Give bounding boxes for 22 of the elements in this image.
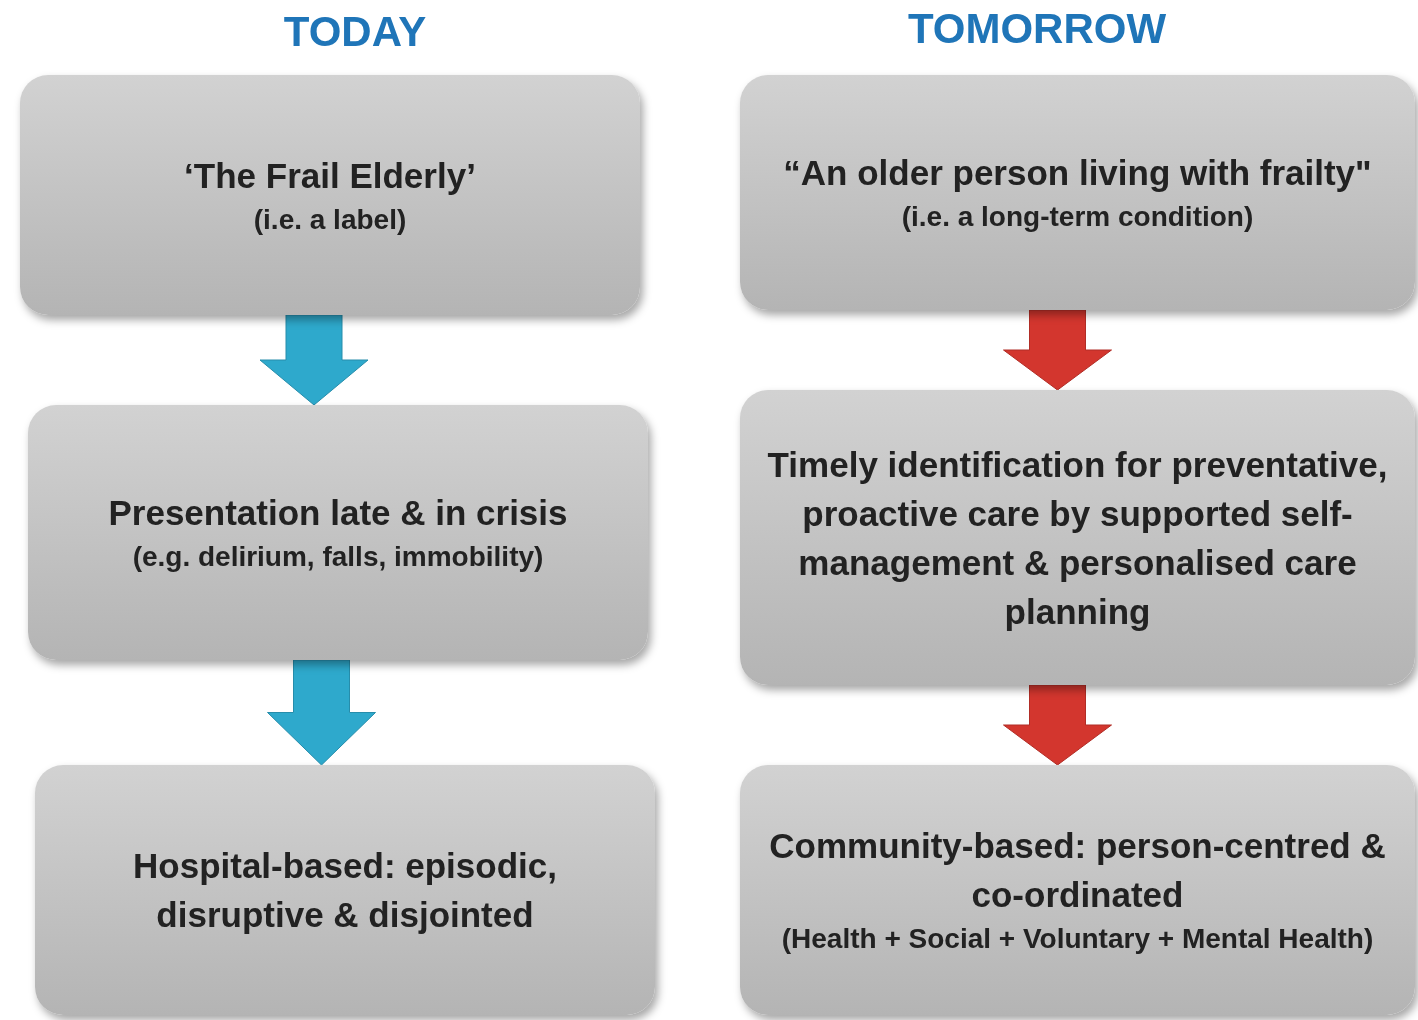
box-text: Presentation late & in crisis xyxy=(108,492,568,535)
process-box xyxy=(28,405,648,660)
block-arrow xyxy=(1003,309,1112,391)
box-subtext: (e.g. delirium, falls, immobility) xyxy=(132,540,544,575)
block-arrow xyxy=(267,659,376,766)
box-text: Timely identification for preventative, proactive care by supported self-management & personalised care planning xyxy=(766,443,1389,633)
box-text: Community-based: person-centred & co-ordinated xyxy=(768,825,1387,917)
block-arrow xyxy=(1003,684,1112,766)
process-box xyxy=(740,765,1415,1015)
process-box xyxy=(20,75,640,315)
box-text: “An older person living with frailty" xyxy=(783,152,1372,195)
column-heading: TOMORROW xyxy=(907,5,1167,53)
box-text: Hospital-based: episodic, disruptive & disjointed xyxy=(132,845,558,936)
process-box xyxy=(740,390,1415,685)
box-subtext: (Health + Social + Voluntary + Mental Health) xyxy=(781,922,1374,957)
box-text: ‘The Frail Elderly’ xyxy=(184,154,476,197)
box-subtext: (i.e. a long-term condition) xyxy=(901,200,1254,235)
process-box xyxy=(740,75,1415,310)
process-box xyxy=(35,765,655,1015)
block-arrow xyxy=(259,314,369,406)
column-heading: TODAY xyxy=(283,8,427,56)
box-subtext: (i.e. a label) xyxy=(253,202,407,237)
